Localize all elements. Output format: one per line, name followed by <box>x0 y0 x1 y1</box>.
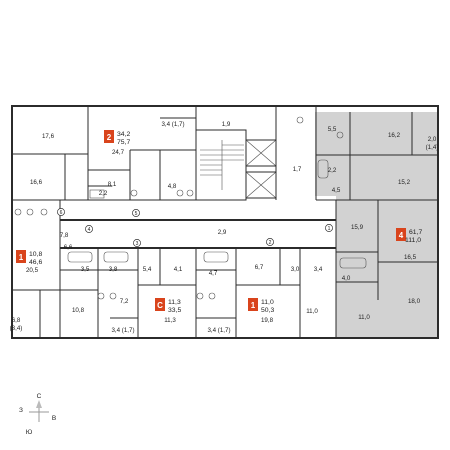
room-area: 4,5 <box>332 187 341 194</box>
room-area: 3,8 <box>109 266 118 273</box>
compass-north: С <box>37 393 42 400</box>
room-area: 5,5 <box>328 126 337 133</box>
apartment-total-area: 111,0 <box>405 237 421 244</box>
room-labels: 17,6 16,6 24,7 8,1 4,8 2,2 3,4 (1,7) 1,9… <box>10 121 439 334</box>
room-area: 2,2 <box>328 167 337 174</box>
entry-markers: 1 2 3 4 5 6 <box>57 208 333 247</box>
entry-marker: 4 <box>85 225 93 233</box>
room-area: 2,9 <box>218 229 227 236</box>
room-area: 16,5 <box>404 254 417 261</box>
room-area: 17,6 <box>42 133 55 140</box>
room-area: 6,6 <box>64 244 73 251</box>
room-area: 16,2 <box>388 132 401 139</box>
room-area: 3,4 (1,7) <box>111 327 134 334</box>
apartment-label-2: 2 34,2 75,7 <box>104 130 130 146</box>
compass-south: Ю <box>26 429 33 436</box>
apartment-living-area: 11,3 <box>168 299 181 306</box>
entry-marker: 5 <box>132 209 140 217</box>
apartment-total-area: 50,3 <box>261 307 274 314</box>
apartment-label-studio: С 11,3 33,5 <box>155 298 181 314</box>
outer-walls <box>11 105 439 339</box>
svg-text:6: 6 <box>60 210 63 216</box>
apartment-4-highlight <box>315 112 438 338</box>
room-area: 1,7 <box>293 166 302 173</box>
room-area: 3,4 (1,7) <box>207 327 230 334</box>
apartment-rooms: 2 <box>107 133 112 142</box>
svg-text:1: 1 <box>328 226 331 232</box>
room-area: 1,9 <box>222 121 231 128</box>
room-area: 3,5 <box>81 266 90 273</box>
apartment-living-area: 34,2 <box>117 131 130 138</box>
room-area: 2,2 <box>99 190 108 197</box>
room-area: 3,4 (1,7) <box>161 121 184 128</box>
room-area: 20,5 <box>26 267 39 274</box>
apartment-rooms: С <box>157 301 163 310</box>
room-area: 10,8 <box>72 307 85 314</box>
fixtures <box>14 116 367 300</box>
room-area: 2,0 <box>428 136 437 143</box>
room-area: 18,0 <box>408 298 421 305</box>
apartment-total-area: 46,6 <box>29 259 42 266</box>
apartment-label-1-center: 1 11,0 50,3 <box>248 298 274 314</box>
apartment-living-area: 61,7 <box>409 229 422 236</box>
apartment-living-area: 11,0 <box>261 299 274 306</box>
room-area: 7,2 <box>120 298 129 305</box>
apartment-rooms: 4 <box>399 231 404 240</box>
apartment-label-4: 4 61,7 111,0 <box>396 228 422 244</box>
room-area: 11,3 <box>164 317 176 324</box>
room-area: 15,9 <box>351 224 364 231</box>
room-area: 7,8 <box>60 232 69 239</box>
compass: С Ю З В <box>19 393 56 436</box>
svg-text:4: 4 <box>88 227 91 233</box>
room-area: 11,0 <box>358 314 370 321</box>
svg-text:5: 5 <box>135 211 138 217</box>
entry-marker: 3 <box>133 239 141 247</box>
room-area: 3,4 <box>314 266 323 273</box>
entry-marker: 2 <box>266 238 274 246</box>
apartment-rooms: 1 <box>251 301 256 310</box>
room-area: 4,8 <box>168 183 177 190</box>
room-area: 15,2 <box>398 179 411 186</box>
apartment-total-area: 33,5 <box>168 307 181 314</box>
inner-walls <box>12 106 438 338</box>
room-area: 8,1 <box>108 181 117 188</box>
apartment-label-1-left: 1 10,8 46,6 <box>16 250 42 266</box>
svg-text:2: 2 <box>269 240 272 246</box>
room-area: 5,4 <box>143 266 152 273</box>
apartment-rooms: 1 <box>19 253 24 262</box>
room-area: 6,7 <box>255 264 264 271</box>
entry-marker: 1 <box>325 224 333 232</box>
room-area: 16,6 <box>30 179 43 186</box>
svg-text:3: 3 <box>136 241 139 247</box>
room-area: 4,0 <box>342 275 351 282</box>
room-area: 4,1 <box>174 266 183 273</box>
apartment-living-area: 10,8 <box>29 251 42 258</box>
room-area: 11,0 <box>306 308 318 315</box>
room-area: 6,8 <box>12 317 21 324</box>
room-area: 3,0 <box>291 266 300 273</box>
apartment-total-area: 75,7 <box>117 139 130 146</box>
entry-marker: 6 <box>57 208 65 216</box>
room-area: 4,7 <box>209 270 218 277</box>
room-area: (3,4) <box>10 325 23 332</box>
staircase <box>200 140 244 190</box>
compass-east: В <box>52 415 56 422</box>
room-area: 19,8 <box>261 317 274 324</box>
compass-west: З <box>19 407 23 414</box>
room-area: 24,7 <box>112 149 125 156</box>
room-area: (1,4) <box>426 144 439 151</box>
